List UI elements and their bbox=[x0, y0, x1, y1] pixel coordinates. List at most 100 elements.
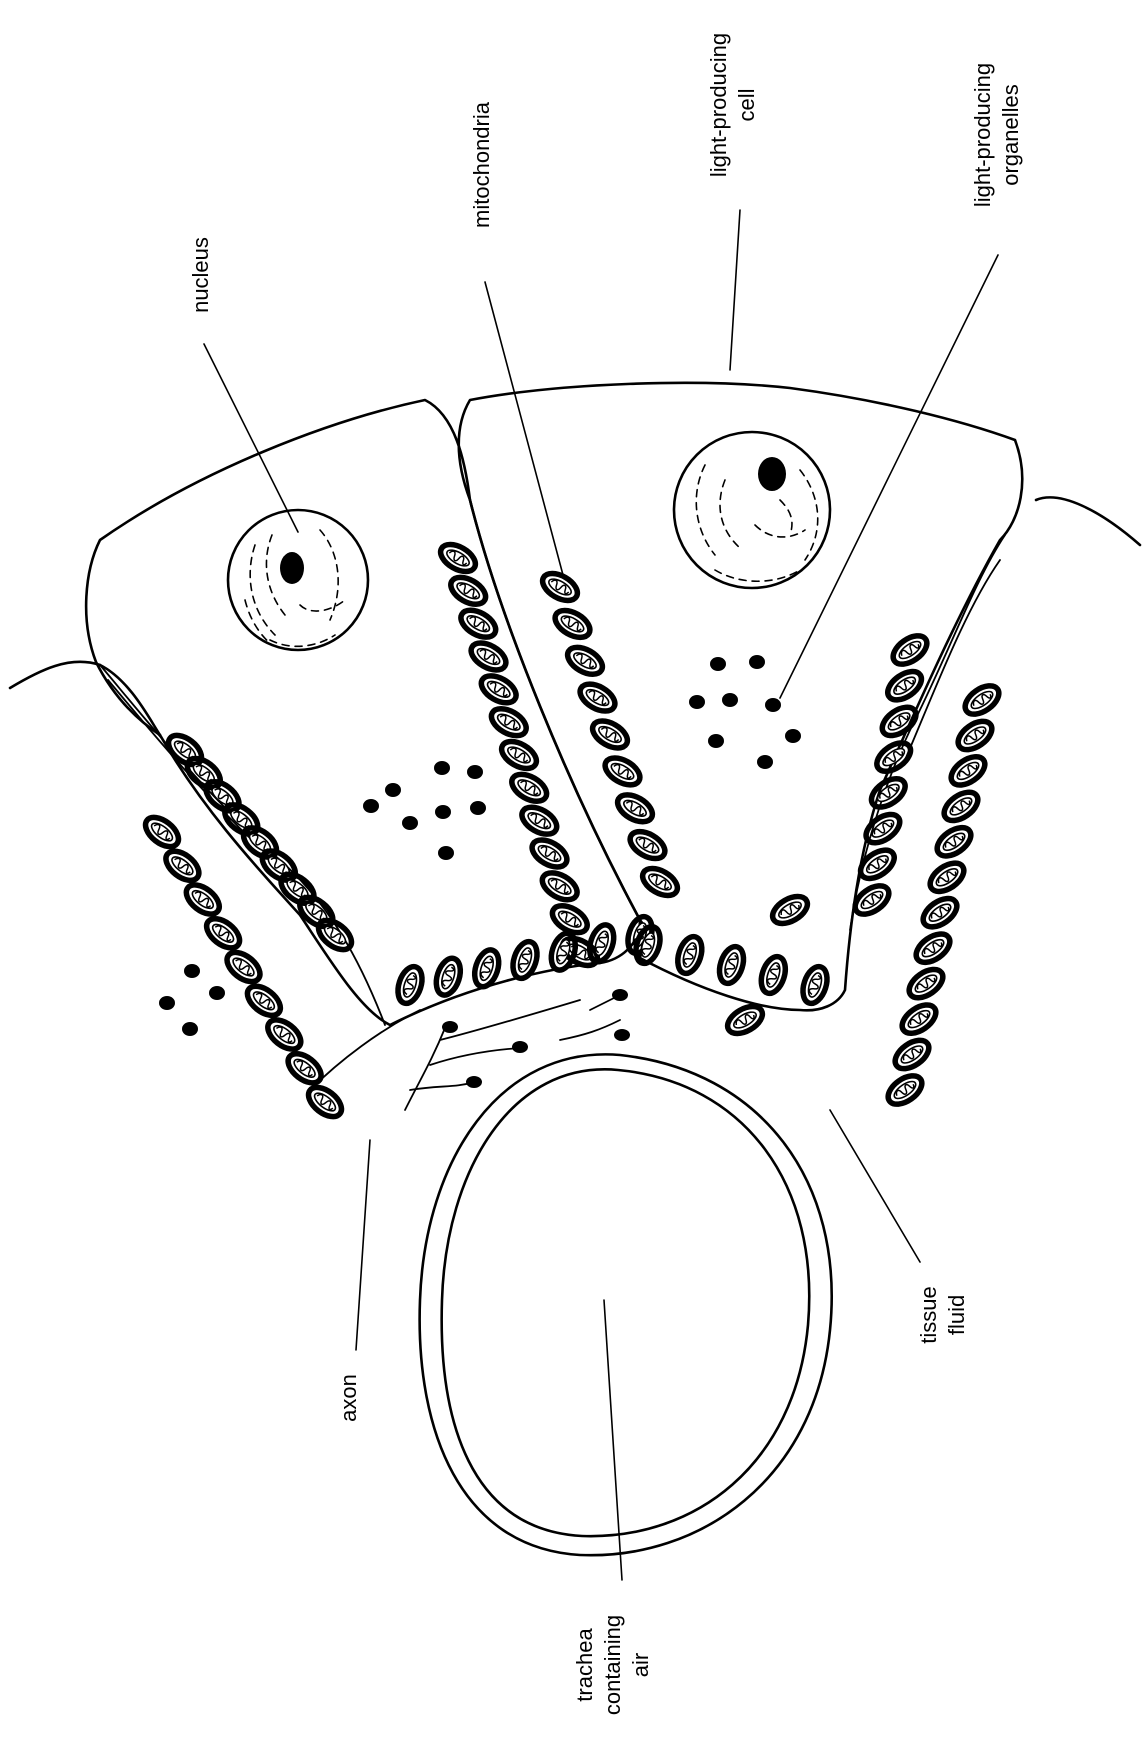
light-producing-organelle bbox=[438, 846, 454, 860]
mitochondrion bbox=[925, 857, 969, 897]
label-tissue-fluid: tissue fluid bbox=[916, 1286, 969, 1343]
label-nucleus-text: nucleus bbox=[188, 237, 213, 313]
mitochondrion bbox=[890, 1035, 934, 1075]
light-producing-organelle bbox=[209, 986, 225, 1000]
mitochondrion bbox=[436, 539, 480, 577]
mitochondrion bbox=[757, 954, 790, 997]
light-producing-organelle bbox=[785, 729, 801, 743]
mitochondrion bbox=[576, 679, 620, 717]
mitochondrion bbox=[467, 637, 511, 675]
mitochondrion bbox=[723, 1001, 767, 1039]
mitochondrion bbox=[673, 934, 706, 977]
light-producing-organelle bbox=[182, 1022, 198, 1036]
mitochondrion bbox=[507, 769, 551, 807]
mitochondrion bbox=[932, 822, 976, 862]
mitochondrion bbox=[497, 736, 541, 774]
light-producing-organelle bbox=[467, 765, 483, 779]
label-nucleus: nucleus bbox=[188, 237, 213, 313]
mitochondrion bbox=[953, 716, 997, 756]
light-producing-organelle bbox=[159, 996, 175, 1010]
light-producing-organelle bbox=[710, 657, 726, 671]
mitochondrion bbox=[626, 826, 670, 864]
light-producing-organelle bbox=[184, 964, 200, 978]
mitochondrion bbox=[563, 642, 607, 680]
mitochondrion bbox=[477, 670, 521, 708]
mitochondrion bbox=[303, 1082, 346, 1123]
trachea bbox=[420, 1054, 832, 1555]
mitochondrion bbox=[551, 605, 595, 643]
light-producing-organelle bbox=[363, 799, 379, 813]
label-light-producing-cell-line1: light-producing bbox=[706, 33, 731, 177]
light-producing-organelle bbox=[385, 783, 401, 797]
mitochondrion bbox=[263, 1014, 306, 1055]
light-producing-organelle bbox=[470, 801, 486, 815]
label-tissue-fluid-line2: fluid bbox=[944, 1295, 969, 1335]
mitochondrion bbox=[509, 939, 542, 982]
light-producing-organelle bbox=[434, 761, 450, 775]
mitochondrion bbox=[283, 1048, 326, 1089]
mitochondrion bbox=[866, 773, 910, 813]
mitochondrion bbox=[201, 913, 244, 954]
mitochondrion bbox=[487, 703, 531, 741]
light-producing-organelle bbox=[402, 816, 418, 830]
label-light-producing-organelles-line1: light-producing bbox=[970, 63, 995, 207]
mitochondrion bbox=[960, 680, 1004, 720]
mitochondrion bbox=[799, 964, 832, 1007]
mitochondrion bbox=[588, 715, 632, 753]
mitochondrion bbox=[638, 863, 682, 901]
mitochondrion bbox=[918, 893, 962, 933]
light-producing-organelle bbox=[757, 755, 773, 769]
mitochondrion bbox=[939, 786, 983, 826]
mitochondrion bbox=[613, 789, 657, 827]
label-mitochondria: mitochondria bbox=[469, 101, 494, 228]
nucleus-right bbox=[674, 432, 830, 588]
light-producing-organelle bbox=[749, 655, 765, 669]
light-producing-organelle bbox=[765, 698, 781, 712]
mitochondrion bbox=[394, 964, 427, 1007]
left-light-producing-cell bbox=[86, 400, 640, 1025]
label-trachea-line3: air bbox=[628, 1653, 653, 1677]
mitochondrion bbox=[140, 812, 183, 853]
mitochondrion bbox=[768, 891, 812, 929]
mitochondrion bbox=[242, 980, 285, 1021]
mitochondrion bbox=[432, 955, 465, 998]
label-axon: axon bbox=[336, 1374, 361, 1422]
mitochondrion bbox=[861, 809, 905, 849]
mitochondrion bbox=[161, 845, 204, 886]
mitochondrion bbox=[538, 568, 582, 606]
mitochondrion bbox=[904, 964, 948, 1004]
light-producing-organelle bbox=[722, 693, 738, 707]
mitochondrion bbox=[181, 879, 224, 920]
mitochondrion bbox=[456, 605, 500, 643]
axon-branches bbox=[310, 989, 630, 1110]
mitochondrion bbox=[888, 630, 932, 670]
label-light-producing-organelles-line2: organelles bbox=[998, 84, 1023, 186]
mitochondrion bbox=[601, 752, 645, 790]
mitochondrion bbox=[883, 1070, 927, 1110]
mitochondrion bbox=[911, 928, 955, 968]
label-light-producing-cell-line2: cell bbox=[734, 88, 759, 121]
light-producing-organelle bbox=[435, 805, 451, 819]
label-light-producing-cell: light-producing cell bbox=[706, 33, 759, 177]
mitochondrion bbox=[313, 915, 356, 956]
mitochondrion bbox=[446, 572, 490, 610]
light-producing-organelle bbox=[708, 734, 724, 748]
label-trachea-line2: containing bbox=[600, 1615, 625, 1715]
mitochondrion bbox=[856, 844, 900, 884]
label-trachea-line1: trachea bbox=[572, 1628, 597, 1702]
mitochondrion bbox=[946, 751, 990, 791]
mitochondrion bbox=[872, 737, 916, 777]
mitochondrion bbox=[538, 867, 582, 905]
mitochondrion bbox=[897, 999, 941, 1039]
mitochondrion bbox=[528, 834, 572, 872]
mitochondrion bbox=[877, 701, 921, 741]
label-axon-text: axon bbox=[336, 1374, 361, 1422]
label-trachea-containing-air: trachea containing air bbox=[572, 1615, 653, 1715]
light-producing-organelle bbox=[689, 695, 705, 709]
label-mitochondria-text: mitochondria bbox=[469, 101, 494, 228]
mitochondrion bbox=[517, 802, 561, 840]
label-light-producing-organelles: light-producing organelles bbox=[970, 63, 1023, 207]
label-tissue-fluid-line1: tissue bbox=[916, 1286, 941, 1343]
mitochondrion bbox=[715, 944, 748, 987]
